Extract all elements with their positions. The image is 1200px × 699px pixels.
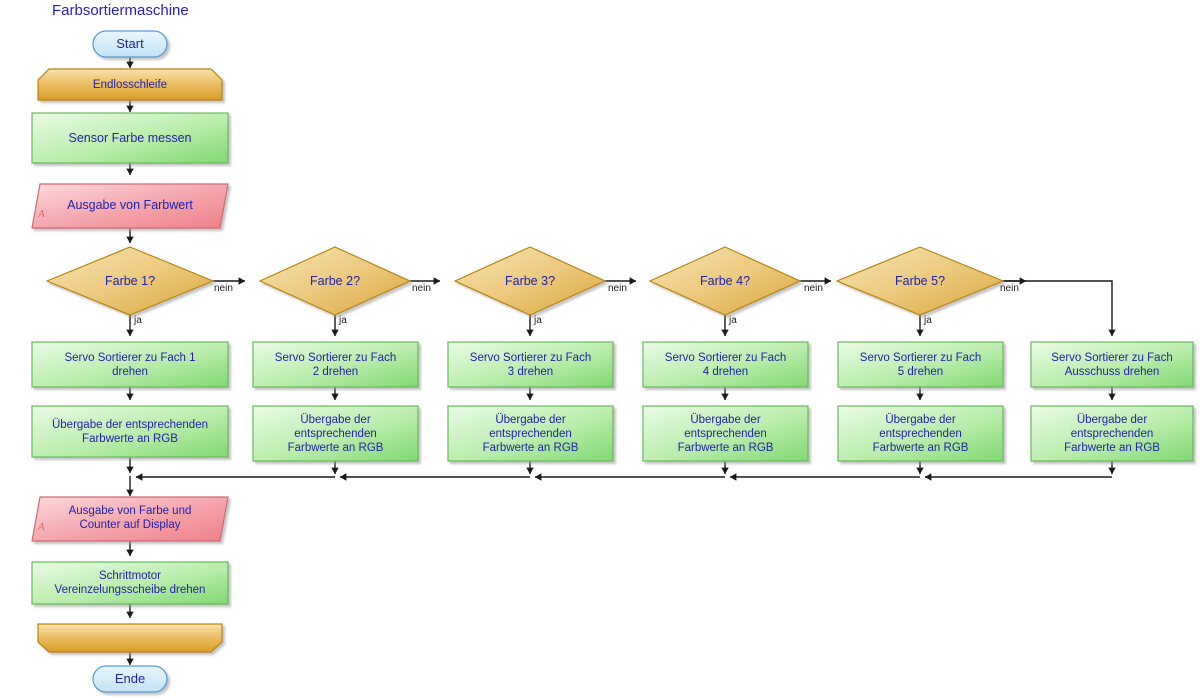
- edge-label-nein-5: nein: [1000, 283, 1019, 294]
- edge-label-nein-4: nein: [804, 283, 823, 294]
- io-marker-a-display: A: [38, 521, 45, 533]
- node-end-shape: [92, 665, 168, 693]
- node-servo4-shape: [642, 341, 809, 388]
- edge-label-ja-3: ja: [534, 315, 542, 326]
- node-rgb4-shape: [642, 405, 809, 462]
- node-start-shape: [92, 30, 168, 58]
- node-dec3-shape: [453, 246, 607, 316]
- node-display-shape: [31, 496, 229, 542]
- node-dec2-shape: [258, 246, 412, 316]
- node-rgb2-shape: [252, 405, 419, 462]
- edge-label-ja-1: ja: [134, 315, 142, 326]
- node-servo3-shape: [447, 341, 614, 388]
- node-rgb5-shape: [837, 405, 1004, 462]
- node-dec4-shape: [648, 246, 802, 316]
- edge-label-ja-2: ja: [339, 315, 347, 326]
- node-rgb6-shape: [1030, 405, 1194, 462]
- edge-label-ja-5: ja: [924, 315, 932, 326]
- node-rgb3-shape: [447, 405, 614, 462]
- node-loopstart-shape: [37, 68, 223, 101]
- node-stepper-shape: [31, 561, 229, 605]
- node-rgb1-shape: [31, 405, 229, 458]
- node-servo1-shape: [31, 341, 229, 388]
- node-servo2-shape: [252, 341, 419, 388]
- edge-label-nein-2: nein: [412, 283, 431, 294]
- node-servo6-shape: [1030, 341, 1194, 388]
- page-title: Farbsortiermaschine: [52, 2, 189, 19]
- node-outvalue-shape: [31, 183, 229, 229]
- node-servo5-shape: [837, 341, 1004, 388]
- node-dec1-shape: [45, 246, 215, 316]
- io-marker-a-farbwert: A: [38, 208, 45, 220]
- node-measure-shape: [31, 112, 229, 164]
- node-dec5-shape: [835, 246, 1005, 316]
- edge-label-ja-4: ja: [729, 315, 737, 326]
- node-loopend-shape: [37, 623, 223, 653]
- edge-label-nein-1: nein: [214, 283, 233, 294]
- edge-label-nein-3: nein: [608, 283, 627, 294]
